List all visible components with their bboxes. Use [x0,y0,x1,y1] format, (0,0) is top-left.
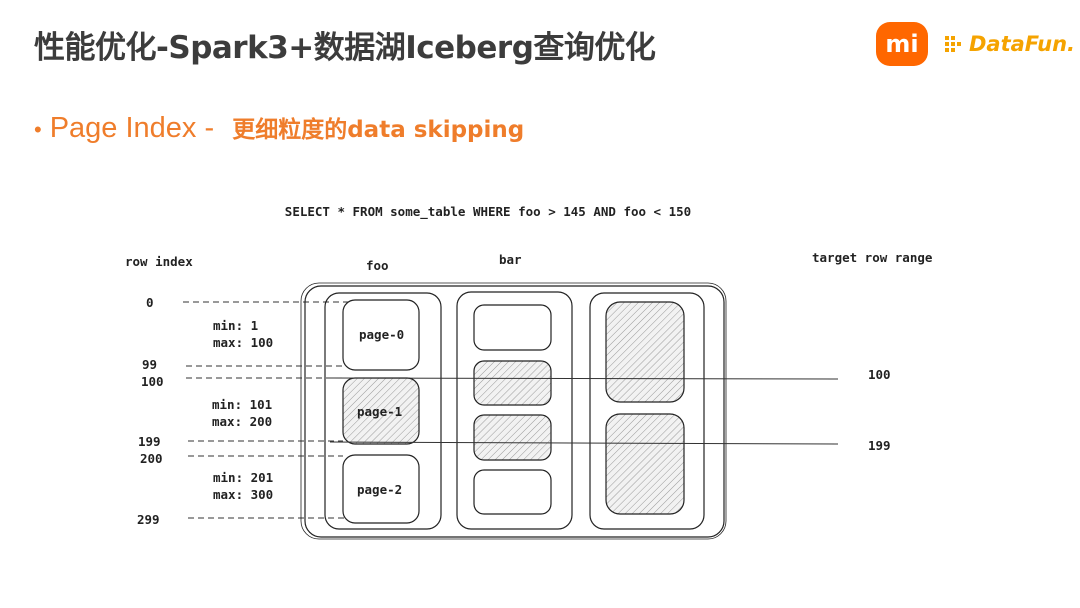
page-1-label: page-1 [357,404,402,419]
datafun-logo-text: DataFun. [969,32,1076,56]
third-page-0 [605,301,685,403]
target-line-end [329,441,839,445]
bullet-dot: • [34,117,42,142]
page-2-max: max: 300 [213,487,273,502]
bar-pages [473,304,552,515]
target-range-lines [329,377,839,445]
third-column-chunk [589,292,705,530]
page-2-min: min: 201 [213,470,273,485]
bullet-point: • Page Index - 更细粒度的data skipping [34,110,524,145]
bullet-main-text: Page Index [49,112,197,144]
table-frame [300,282,727,540]
bullet-separator: - [196,112,223,144]
datafun-logo: DataFun. [944,32,1075,56]
row-label-199: 199 [138,434,161,449]
row-label-200: 200 [140,451,163,466]
bullet-sub-text: 更细粒度的data skipping [232,117,525,143]
page-0-min: min: 1 [213,318,258,333]
bar-column-chunk [456,291,573,530]
sql-query: SELECT * FROM some_table WHERE foo > 145… [285,204,691,220]
bar-column-header: bar [499,252,522,267]
page-1-min: min: 101 [212,397,272,412]
page-2-label: page-2 [357,482,402,497]
table-outer-border-sketch [300,282,727,540]
row-label-99: 99 [142,357,157,372]
third-column-pages [605,301,685,515]
target-row-range-header: target row range [812,250,933,265]
table-outer-border [304,285,725,538]
row-index-header: row index [125,254,193,269]
target-end-label: 199 [868,438,891,453]
slide-title: 性能优化-Spark3+数据湖Iceberg查询优化 [34,30,656,66]
foo-pages [342,299,420,524]
page-0-label: page-0 [359,327,404,342]
row-label-100: 100 [141,374,164,389]
bar-page-1 [473,360,552,406]
page-1-max: max: 200 [212,414,272,429]
row-label-0: 0 [146,295,154,310]
target-start-label: 100 [868,367,891,382]
page-2-box [342,454,420,524]
row-label-299: 299 [137,512,160,527]
bar-page-0 [473,304,552,351]
datafun-mark-icon [945,36,961,52]
foo-column-header: foo [366,258,389,273]
foo-column-chunk [324,292,442,530]
page-0-box [342,299,420,371]
row-dashed-lines [183,301,360,519]
xiaomi-logo-text: mi [885,30,919,58]
bar-page-3 [473,469,552,515]
page-0-max: max: 100 [213,335,273,350]
third-page-1 [605,413,685,515]
target-line-start [329,377,839,380]
bar-page-2 [473,414,552,461]
xiaomi-logo: mi [876,22,928,66]
